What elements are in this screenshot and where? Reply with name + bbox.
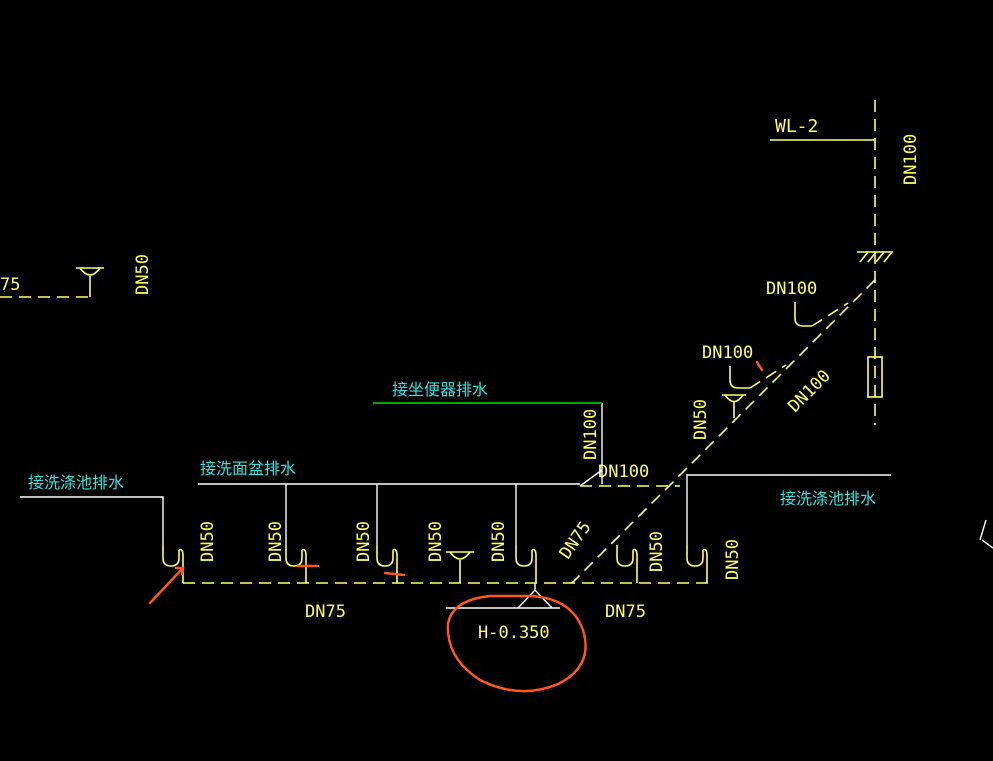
basin-drain-note: 接洗面盆排水 (200, 459, 296, 478)
trap-5: DN50 (489, 521, 537, 583)
trap-3: DN50 (354, 521, 398, 583)
left-partial-dn-label: 75 (0, 275, 20, 295)
trap-1: DN50 (162, 521, 218, 583)
top-branch-pipe (811, 302, 849, 327)
trap-3-dn-label: DN50 (354, 521, 374, 562)
review-circle-markup (446, 594, 587, 693)
elevation-label: H-0.350 (478, 623, 550, 643)
right-sink-drain-note: 接洗涤池排水 (780, 489, 876, 508)
trap-4-floor-drain: DN50 (426, 521, 474, 583)
floor-drain-dn-label: DN50 (691, 399, 711, 440)
diag-branch-dn-label: DN100 (784, 366, 834, 416)
diagonal-branch-pipe (571, 279, 876, 584)
cleanout-symbol (867, 356, 883, 398)
trap-6-dn-label: DN50 (647, 531, 667, 572)
trap-5-dn-label: DN50 (489, 521, 509, 562)
toilet-diag-stub (579, 469, 603, 487)
toilet-drain-note: 接坐便器排水 (392, 380, 488, 399)
trap-7-dn-label: DN50 (723, 539, 743, 580)
riser-id-label: WL-2 (775, 116, 818, 137)
main-left-dn-label: DN75 (305, 602, 346, 622)
header-dn-label: DN100 (598, 462, 649, 482)
review-arrow-markup (148, 566, 185, 605)
right-sink-leader-line (686, 474, 891, 545)
trap-2: DN50 (266, 521, 307, 583)
top-branch-dn-label: DN100 (766, 279, 817, 299)
review-tick-3 (755, 360, 764, 372)
trap-7: DN50 (686, 539, 743, 583)
left-floor-drain-symbol (76, 267, 104, 297)
trap-2-dn-label: DN50 (266, 521, 286, 562)
floor-drain-symbol (722, 394, 746, 418)
mid-branch-pipe (749, 364, 787, 389)
trap-1-dn-label: DN50 (198, 521, 218, 562)
riser-dn-label: DN100 (901, 134, 921, 185)
top-branch-trap (794, 302, 812, 327)
floor-hatch-symbol (857, 251, 893, 263)
left-sink-leader-line (20, 496, 164, 545)
review-tick-2 (383, 571, 406, 577)
diag-dn75-label: DN75 (556, 518, 596, 563)
left-sink-drain-note: 接洗涤池排水 (28, 473, 124, 492)
trap-4-dn-label: DN50 (426, 521, 446, 562)
elevation-marker (446, 583, 560, 609)
left-dn50-label: DN50 (133, 254, 153, 295)
toilet-dn-label: DN100 (581, 409, 601, 460)
mid-branch-dn-label: DN100 (702, 343, 753, 363)
trap-6: DN50 (616, 531, 667, 583)
edge-fragment (979, 519, 993, 549)
main-right-dn-label: DN75 (605, 602, 646, 622)
mid-branch-trap (729, 366, 750, 389)
